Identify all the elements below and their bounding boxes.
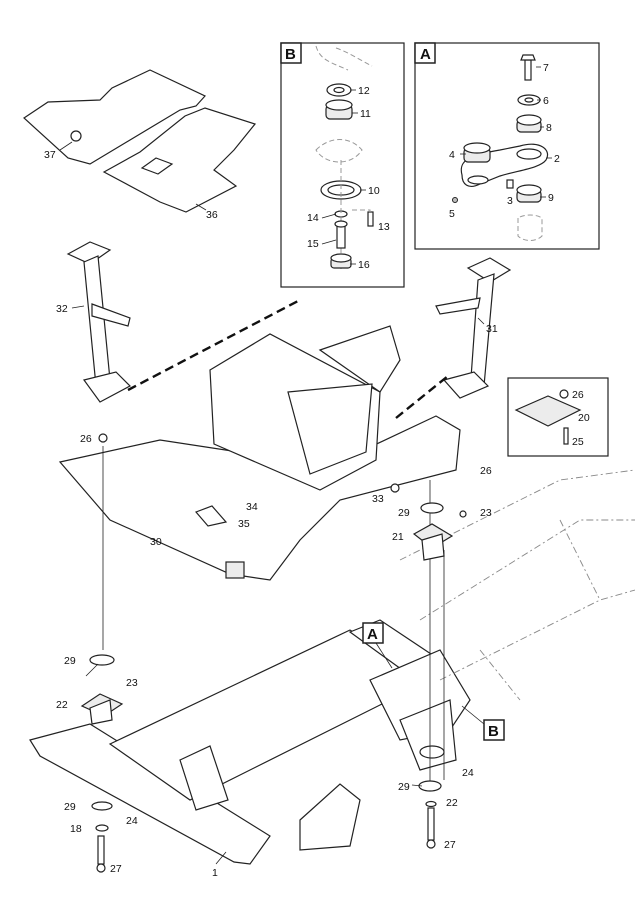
ref-29-lowerleft: 29 — [64, 801, 76, 813]
inset-mount-detail — [507, 377, 609, 457]
ref-20: 20 — [578, 412, 590, 424]
ref-6: 6 — [543, 95, 549, 107]
ref-18: 18 — [70, 823, 82, 835]
view-marker-a — [362, 622, 393, 669]
ref-36: 36 — [206, 209, 218, 221]
ref-30: 30 — [150, 536, 162, 548]
ref-4: 4 — [449, 149, 455, 161]
ref-26-right: 26 — [480, 465, 492, 477]
ref-7: 7 — [543, 62, 549, 74]
ref-12: 12 — [358, 85, 370, 97]
support-post-32 — [66, 241, 131, 403]
ref-26-left: 26 — [80, 433, 92, 445]
ref-11: 11 — [360, 108, 371, 120]
ref-10: 10 — [368, 185, 380, 197]
ref-5: 5 — [449, 208, 455, 220]
ref-27-right: 27 — [444, 839, 456, 851]
leader-lines — [59, 66, 552, 865]
ref-9: 9 — [548, 192, 554, 204]
ref-35: 35 — [238, 518, 250, 530]
ref-29-left: 29 — [64, 655, 76, 667]
ref-15: 15 — [307, 238, 319, 250]
view-marker-b-label: B — [488, 723, 499, 740]
ref-26-inset: 26 — [572, 389, 584, 401]
ref-8: 8 — [546, 122, 552, 134]
ref-16: 16 — [358, 259, 370, 271]
floor-mat-37 — [23, 69, 206, 165]
ref-23-left: 23 — [126, 677, 138, 689]
detail-box-b — [280, 42, 405, 288]
mount-stack-left — [80, 433, 124, 873]
ref-29-upper: 29 — [398, 507, 410, 519]
ref-23-upper: 23 — [480, 507, 492, 519]
mount-stack-right — [390, 480, 467, 849]
ref-24-right: 24 — [462, 767, 474, 779]
ref-33: 33 — [372, 493, 384, 505]
ref-14: 14 — [307, 212, 319, 224]
floor-mat-36 — [102, 107, 257, 213]
ref-31: 31 — [486, 323, 498, 335]
detail-box-a — [414, 42, 600, 250]
support-post-31 — [435, 257, 512, 399]
view-marker-a-label: A — [367, 626, 378, 643]
ref-13: 13 — [378, 221, 390, 233]
view-marker-b — [461, 705, 505, 741]
cab-floor-30 — [58, 325, 461, 581]
ref-22-left: 22 — [56, 699, 68, 711]
ref-32: 32 — [56, 303, 68, 315]
detail-box-b-label: B — [285, 46, 296, 63]
ref-21: 21 — [392, 531, 404, 543]
ref-1: 1 — [212, 867, 218, 879]
ref-3: 3 — [507, 195, 513, 207]
ref-25: 25 — [572, 436, 584, 448]
ref-22-right: 22 — [446, 797, 458, 809]
ref-37: 37 — [44, 149, 56, 161]
ref-24-left: 24 — [126, 815, 138, 827]
detail-box-a-label: A — [420, 46, 431, 63]
ref-29-right: 29 — [398, 781, 410, 793]
ref-27-left: 27 — [110, 863, 122, 875]
ref-2: 2 — [554, 153, 560, 165]
ref-34: 34 — [246, 501, 258, 513]
